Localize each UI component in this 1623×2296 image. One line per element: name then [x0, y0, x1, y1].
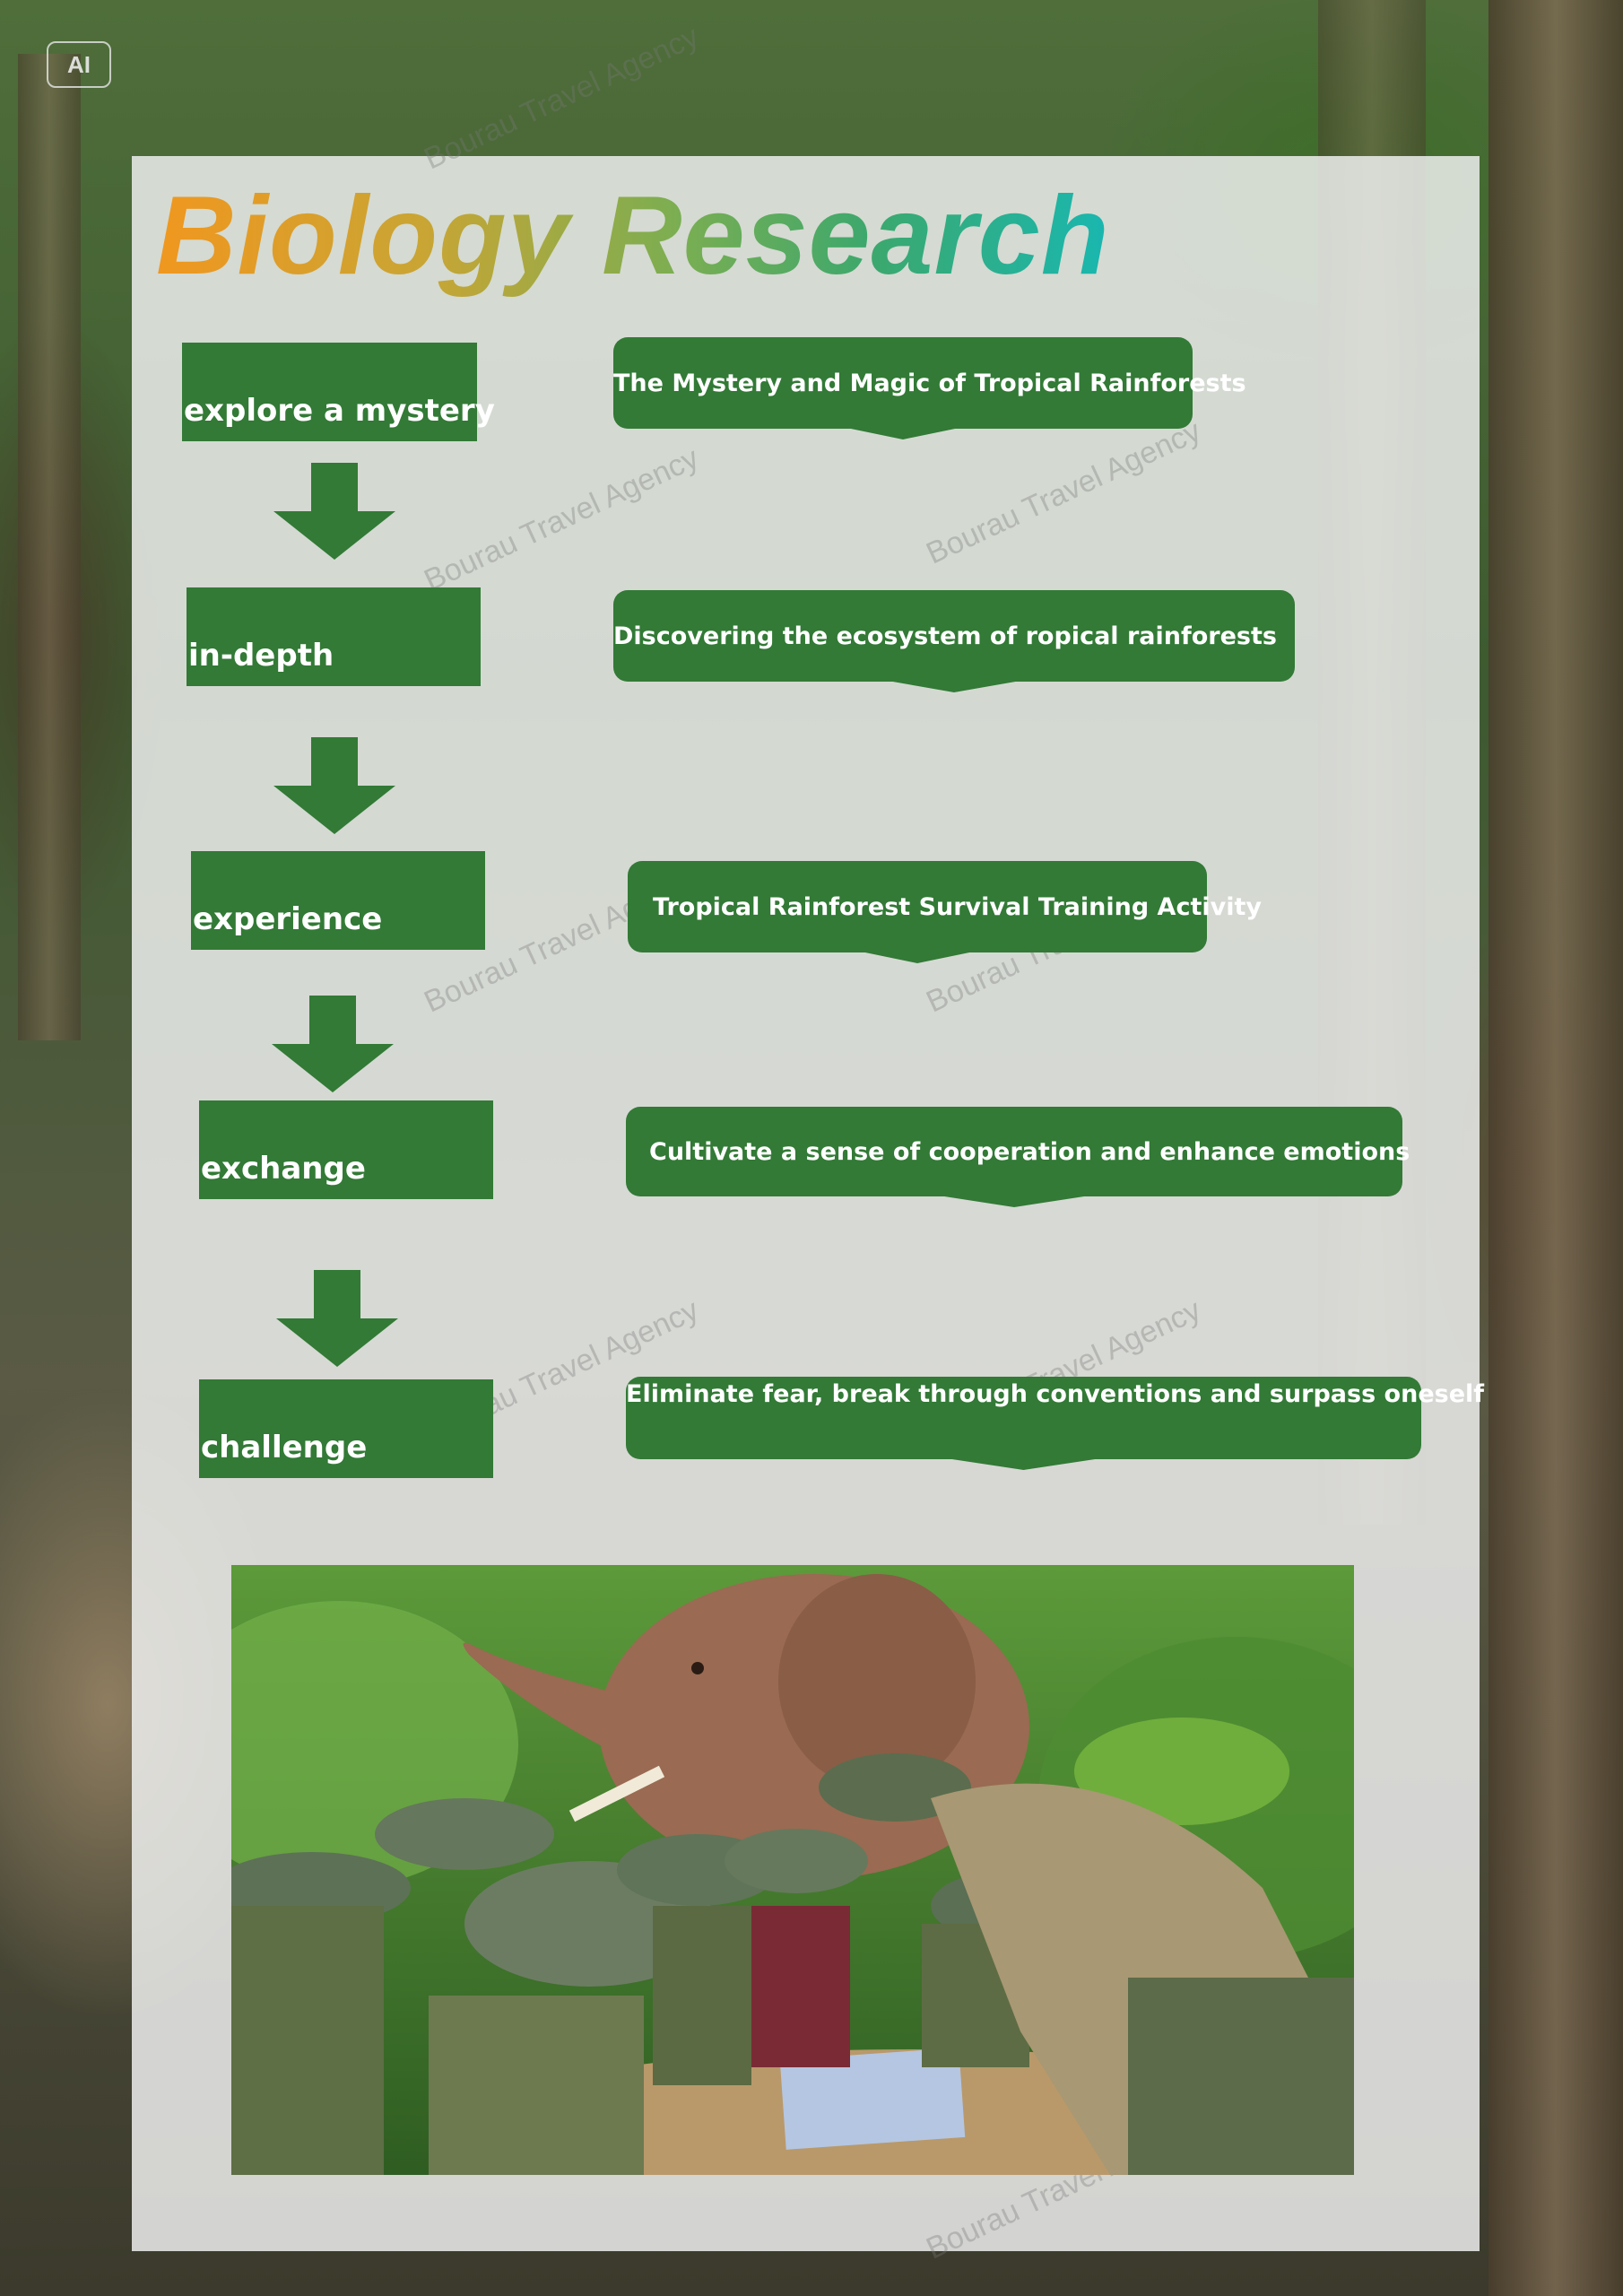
description-bubble-cooperation: Cultivate a sense of cooperation and enh…	[626, 1107, 1410, 1196]
elephant-exploration-photo	[231, 1565, 1354, 2175]
down-arrow-icon	[273, 737, 395, 834]
tree-trunk	[1488, 0, 1623, 2296]
description-bubble-ecosystem: Discovering the ecosystem of ropical rai…	[613, 590, 1295, 682]
description-bubble-mystery: The Mystery and Magic of Tropical Rainfo…	[613, 337, 1246, 429]
description-bubble-survival: Tropical Rainforest Survival Training Ac…	[628, 861, 1262, 952]
down-arrow-icon	[273, 463, 395, 560]
step-box-explore: explore a mystery	[182, 343, 495, 441]
step-box-challenge: challenge	[199, 1379, 493, 1478]
step-box-exchange: exchange	[199, 1100, 493, 1199]
down-arrow-icon	[276, 1270, 398, 1367]
tree-trunk	[18, 54, 81, 1040]
page-title: Biology Research	[156, 169, 1109, 303]
ai-badge: AI	[47, 41, 111, 88]
step-box-experience: experience	[191, 851, 485, 950]
step-box-in-depth: in-depth	[187, 587, 481, 686]
down-arrow-icon	[272, 996, 394, 1092]
description-bubble-challenge: Eliminate fear, break through convention…	[626, 1377, 1484, 1459]
